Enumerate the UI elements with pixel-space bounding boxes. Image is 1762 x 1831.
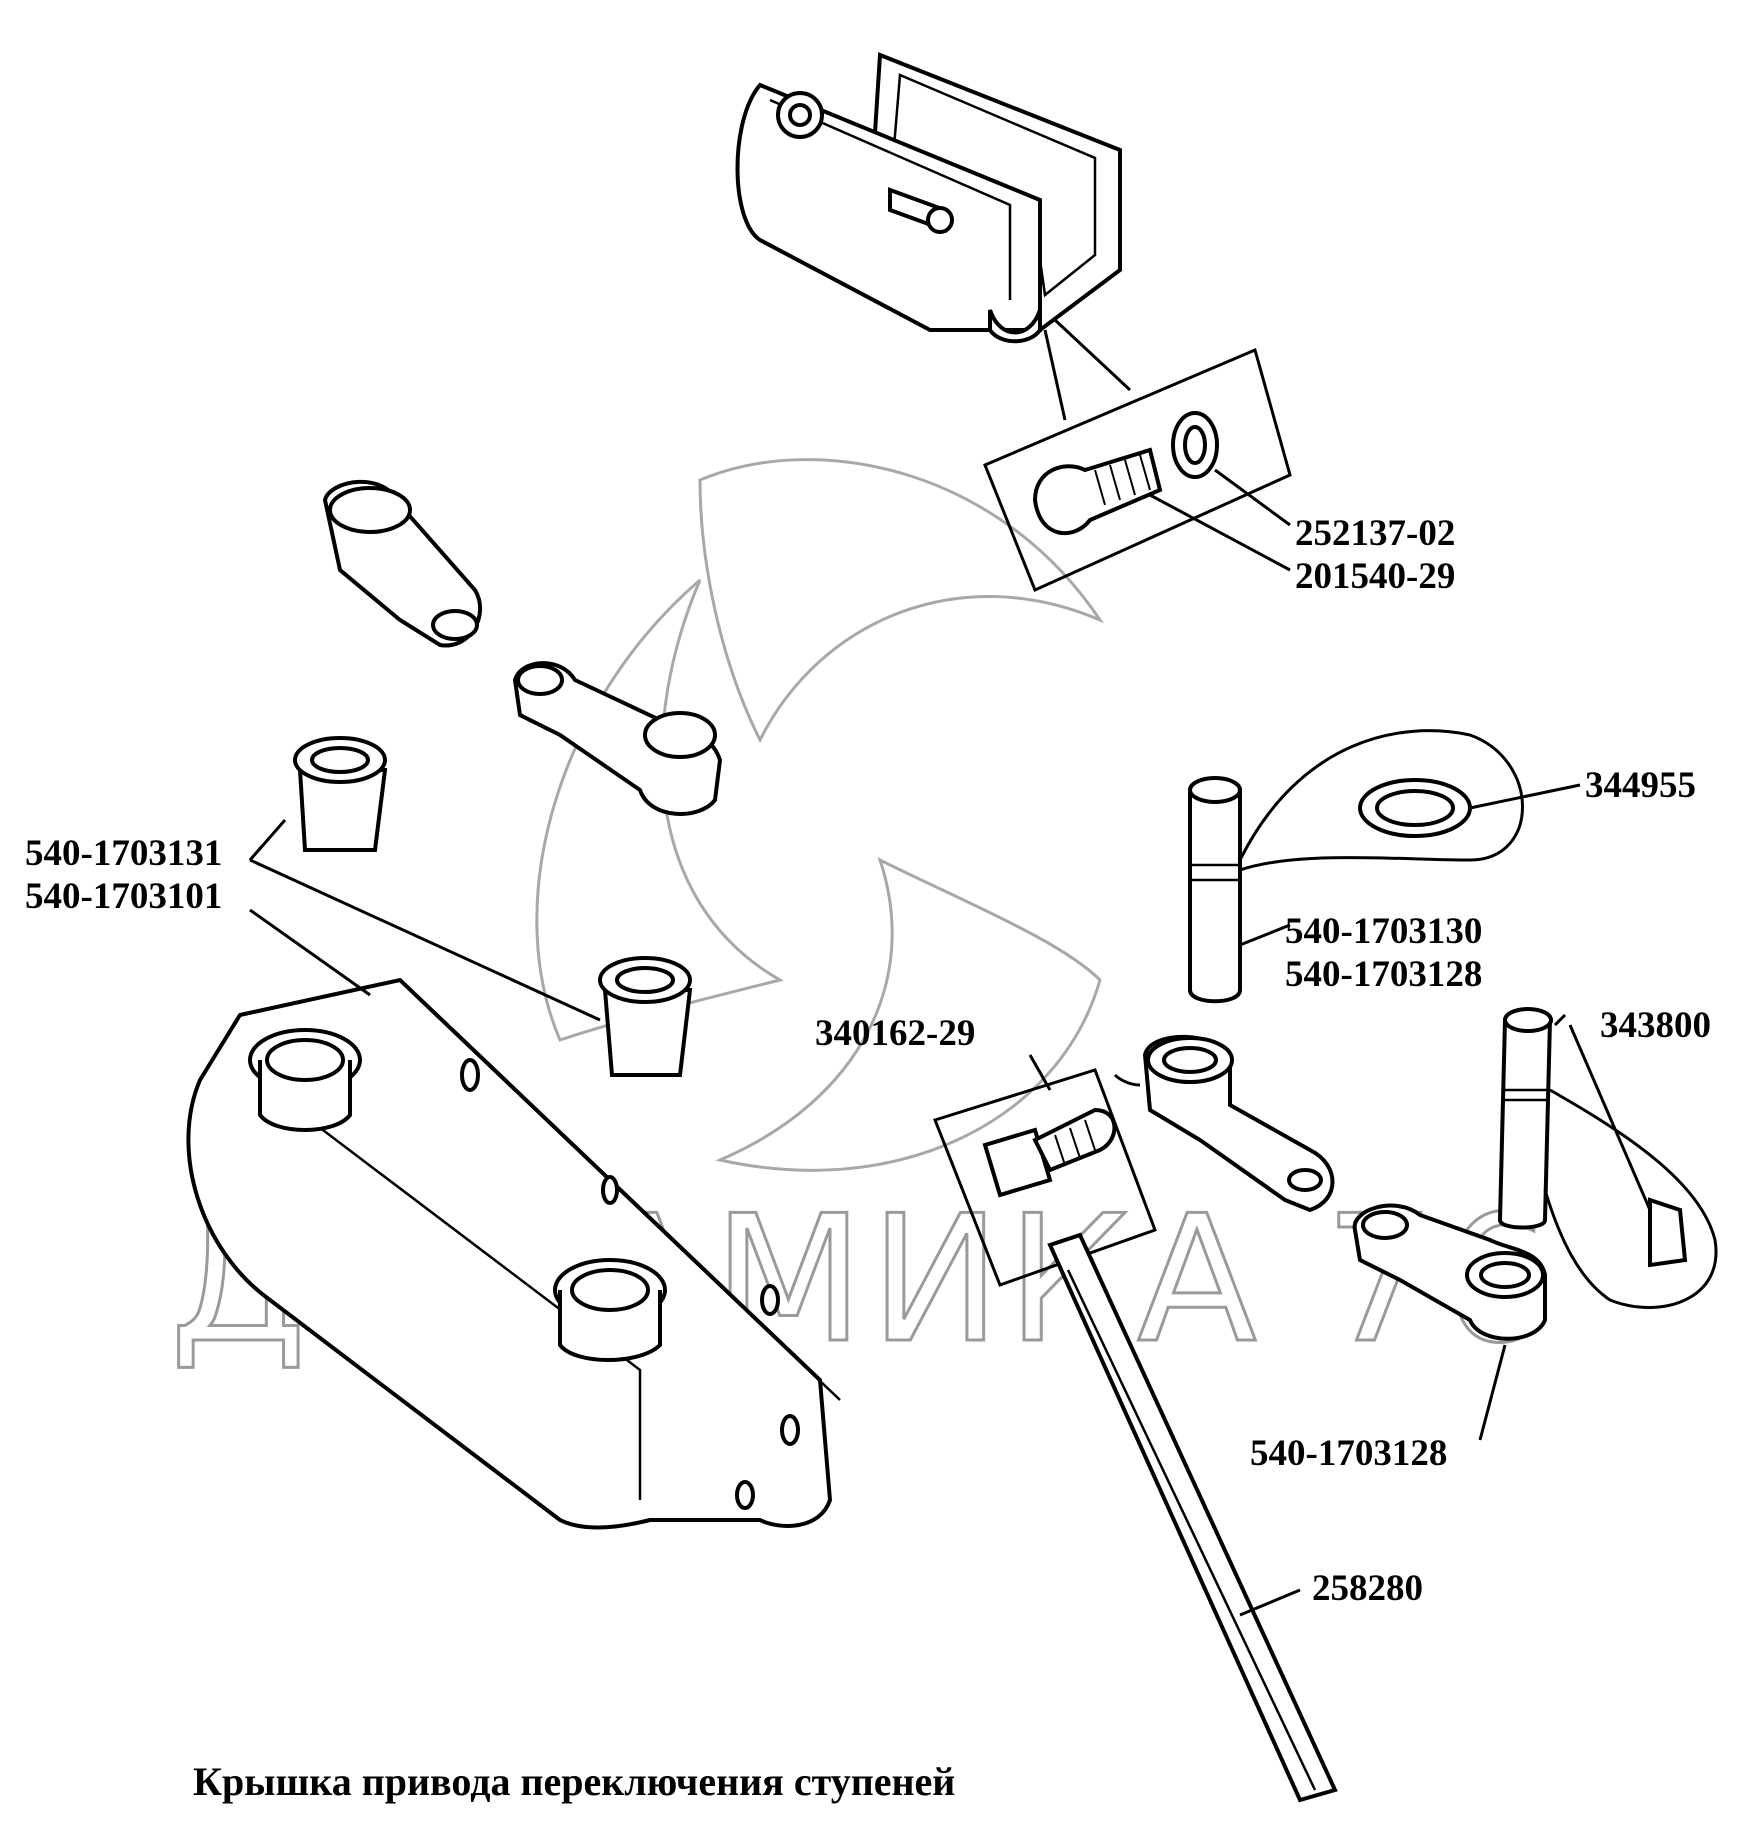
label-258280: 258280 xyxy=(1312,1568,1423,1609)
diagram-caption: Крышка привода переключения ступеней xyxy=(193,1759,955,1804)
upper-shaft-part xyxy=(1188,729,1581,1004)
label-540-1703131: 540-1703131 xyxy=(25,833,222,874)
label-540-1703101: 540-1703101 xyxy=(25,876,222,917)
bushings-part xyxy=(248,736,693,1077)
lower-right-lever xyxy=(1352,1203,1547,1441)
label-252137-02: 252137-02 xyxy=(1295,513,1455,554)
label-540-1703128-lower: 540-1703128 xyxy=(1250,1433,1447,1474)
long-rod-part xyxy=(1047,1232,1338,1803)
label-540-1703130: 540-1703130 xyxy=(1285,911,1482,952)
label-344955: 344955 xyxy=(1585,765,1696,806)
bolt-washer-callout xyxy=(983,318,1292,593)
main-housing-part xyxy=(186,908,841,1530)
label-340162-29: 340162-29 xyxy=(815,1013,975,1054)
label-201540-29: 201540-29 xyxy=(1295,556,1455,597)
label-540-1703128-upper: 540-1703128 xyxy=(1285,954,1482,995)
upper-right-lever xyxy=(1142,1034,1335,1213)
right-shaft-part xyxy=(1497,1007,1718,1309)
bolt-callout-box xyxy=(933,1054,1157,1287)
upper-lever-parts xyxy=(322,479,723,816)
top-cover-part xyxy=(735,52,1122,344)
label-343800: 343800 xyxy=(1600,1005,1711,1046)
